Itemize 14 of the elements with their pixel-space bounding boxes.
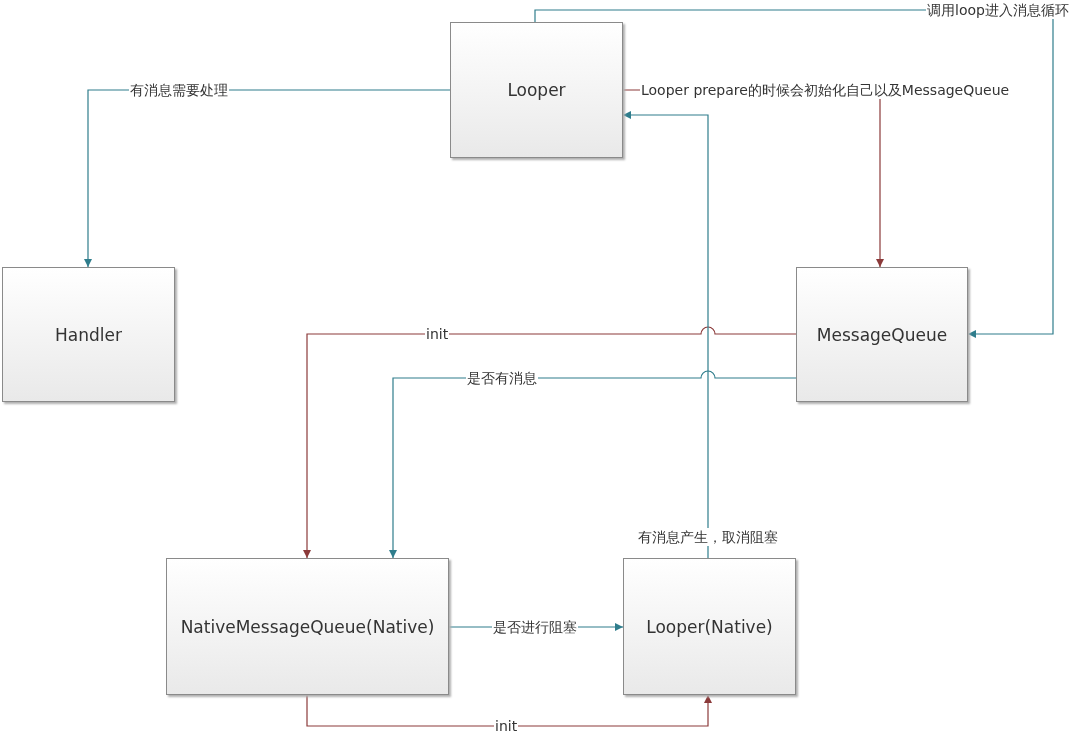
process-box: Looper <box>450 22 623 158</box>
process-box: Handler <box>2 267 175 402</box>
edge-label: 有消息产生，取消阻塞 <box>637 528 779 546</box>
edge-label: 是否进行阻塞 <box>492 618 578 636</box>
arrow <box>306 694 712 727</box>
edge-label: 有消息需要处理 <box>129 81 229 99</box>
edge-label: 调用loop进入消息循环 <box>926 1 1070 19</box>
process-box: MessageQueue <box>796 267 968 402</box>
edge-label: Looper prepare的时候会初始化自己以及MessageQueue <box>640 81 1011 99</box>
edge-label: 是否有消息 <box>466 369 538 387</box>
arrow <box>303 326 797 559</box>
arrow <box>622 111 709 559</box>
process-box: NativeMessageQueue(Native) <box>166 558 449 695</box>
process-box: Looper(Native) <box>623 558 796 695</box>
